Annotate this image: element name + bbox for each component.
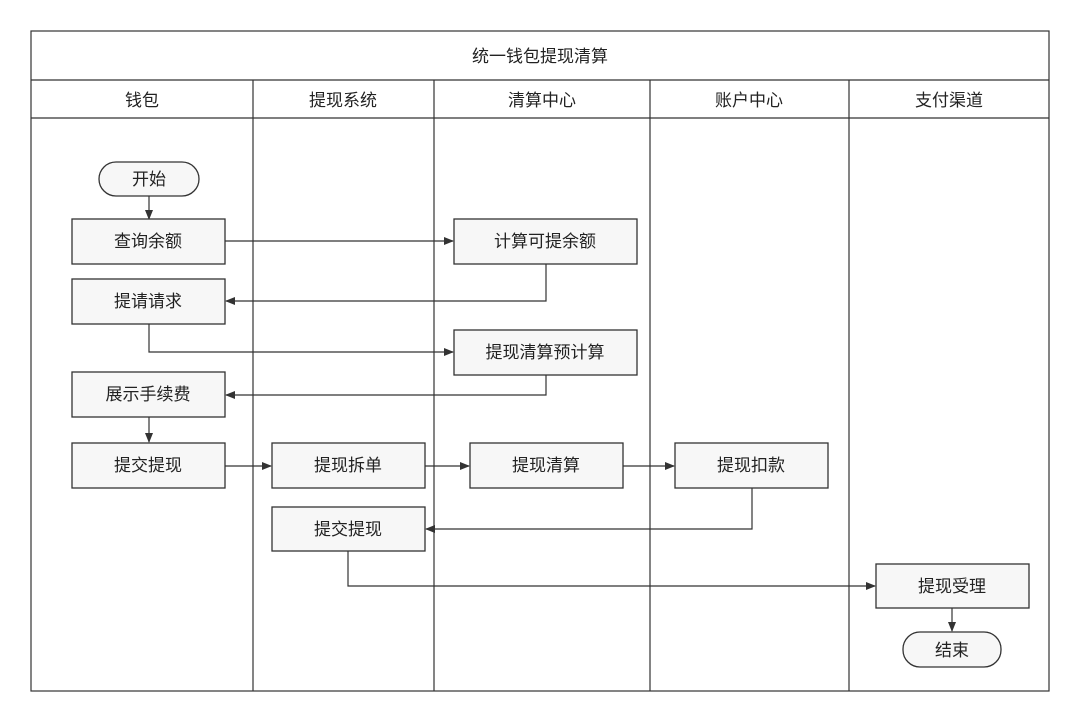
connector-calc-to-request: [225, 264, 547, 305]
node-submit-system: 提交提现: [271, 506, 426, 552]
node-end: 结束: [902, 631, 1002, 668]
node-submit-wallet-label: 提交提现: [114, 456, 182, 476]
diagram-frame: [30, 30, 1050, 692]
connector-deduct-to-submit-sys: [425, 488, 753, 533]
node-calc-balance-label: 计算可提余额: [494, 232, 596, 252]
lane-header-account-center: 账户中心: [715, 91, 783, 111]
node-start: 开始: [98, 161, 200, 197]
node-end-label: 结束: [935, 641, 969, 661]
lane-header-clearing-center: 清算中心: [508, 91, 576, 111]
node-clear-label: 提现清算: [512, 456, 580, 476]
connector-precalc-to-fee: [225, 375, 547, 399]
node-submit-wallet: 提交提现: [71, 442, 226, 489]
node-show-fee: 展示手续费: [71, 371, 226, 418]
node-request: 提请请求: [71, 278, 226, 325]
node-clear: 提现清算: [469, 442, 624, 489]
node-deduct: 提现扣款: [674, 442, 829, 489]
node-split: 提现拆单: [271, 442, 426, 489]
node-show-fee-label: 展示手续费: [106, 385, 191, 405]
node-request-label: 提请请求: [114, 292, 182, 312]
node-calc-balance: 计算可提余额: [453, 218, 638, 265]
connector-request-to-precalc: [148, 324, 454, 356]
node-deduct-label: 提现扣款: [717, 456, 785, 476]
node-submit-system-label: 提交提现: [314, 520, 382, 540]
node-precalc-label: 提现清算预计算: [486, 343, 605, 363]
node-accept: 提现受理: [875, 563, 1030, 609]
lane-header-wallet: 钱包: [125, 91, 159, 111]
lane-header-payment-channel: 支付渠道: [915, 91, 983, 111]
diagram-title: 统一钱包提现清算: [472, 47, 608, 67]
node-start-label: 开始: [132, 170, 166, 190]
node-query-balance: 查询余额: [71, 218, 226, 265]
node-accept-label: 提现受理: [918, 577, 986, 597]
lane-header-withdraw-system: 提现系统: [309, 91, 377, 111]
connector-submit-sys-to-accept: [347, 551, 876, 590]
node-split-label: 提现拆单: [314, 456, 382, 476]
connectors: [145, 196, 956, 632]
node-query-balance-label: 查询余额: [114, 232, 182, 252]
node-precalc: 提现清算预计算: [453, 329, 638, 376]
